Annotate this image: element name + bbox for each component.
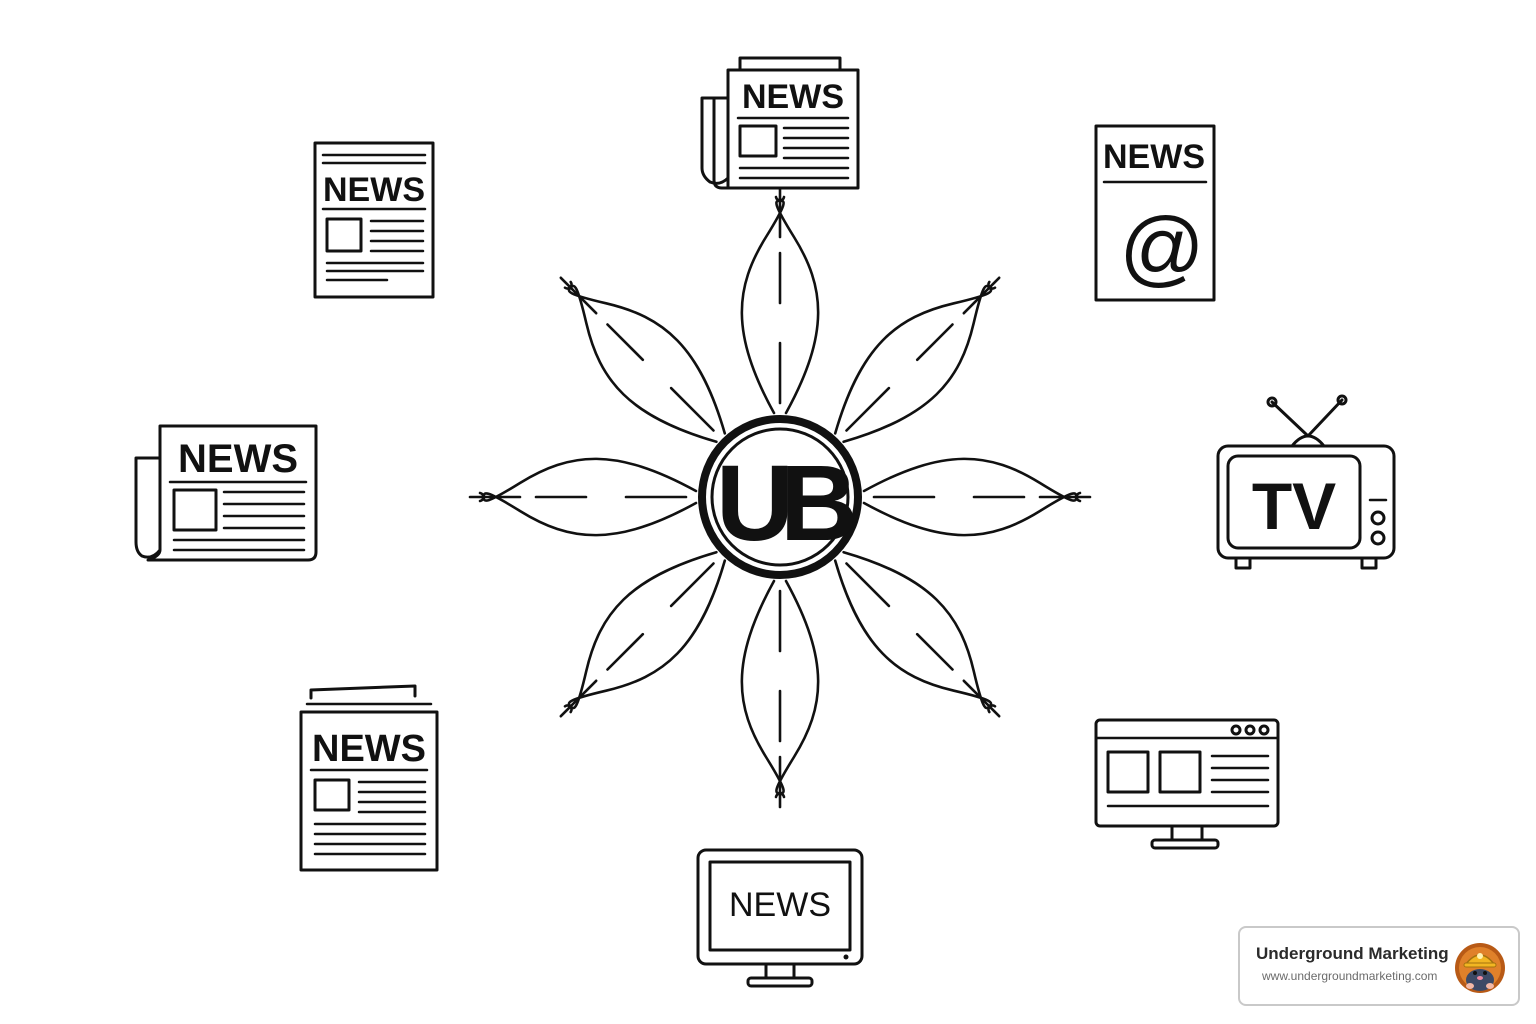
- connector-petal-curve: [567, 280, 727, 435]
- hub-logo-text: UB: [716, 442, 854, 563]
- connector-petal-curve: [833, 559, 993, 714]
- mole-mascot-icon: [1455, 943, 1505, 993]
- newspaper-bottom-left-label: NEWS: [312, 728, 426, 770]
- connector-spoke-line: [915, 632, 954, 671]
- newspaper-left-label: NEWS: [178, 437, 298, 481]
- television-icon: TV: [1216, 394, 1396, 570]
- monitor-icon: NEWS: [696, 848, 864, 988]
- connector-petal-curve: [563, 284, 718, 444]
- browser-window-icon: [1094, 718, 1280, 850]
- connector-petal-curve: [478, 457, 698, 502]
- connector-spoke-line: [606, 632, 645, 671]
- connector-petal-curve: [842, 550, 997, 710]
- brand-name: Underground Marketing: [1256, 944, 1449, 963]
- connector-spoke-line: [962, 679, 1001, 718]
- newspaper-icon: NEWS: [134, 424, 318, 562]
- connector-spoke-line: [669, 562, 715, 608]
- television-label: TV: [1252, 469, 1336, 543]
- connector-petal-curve: [862, 457, 1082, 502]
- brand-url[interactable]: www.undergroundmarketing.com: [1262, 969, 1438, 983]
- newspaper-top-label: NEWS: [742, 78, 844, 116]
- connector-spoke-line: [962, 276, 1001, 315]
- connector-spoke-line: [606, 323, 645, 362]
- connector-spoke-line: [915, 323, 954, 362]
- connector-petal-curve: [833, 280, 993, 435]
- connector-petal-curve: [740, 579, 785, 799]
- connector-petal-curve: [775, 195, 820, 415]
- ub-hub-logo: UB: [698, 415, 868, 579]
- connector-spoke-line: [559, 679, 598, 718]
- connector-spoke-line: [845, 562, 891, 608]
- connector-spoke-line: [669, 386, 715, 432]
- connector-spoke-line: [559, 276, 598, 315]
- connector-petals: [468, 185, 1092, 809]
- connector-petal-curve: [740, 195, 785, 415]
- newspaper-top-left-label: NEWS: [323, 171, 425, 209]
- email-news-label: NEWS: [1103, 138, 1205, 176]
- brand-badge[interactable]: Underground Marketing www.undergroundmar…: [1238, 926, 1520, 1006]
- connector-spoke-line: [845, 386, 891, 432]
- newspaper-icon: NEWS: [299, 684, 439, 872]
- connector-petal-curve: [478, 492, 698, 537]
- newspaper-icon: NEWS: [313, 141, 435, 299]
- email-news-icon: NEWS @: [1094, 124, 1216, 302]
- connector-petal-curve: [862, 492, 1082, 537]
- connector-petal-curve: [567, 559, 727, 714]
- newspaper-icon: NEWS: [700, 56, 860, 190]
- connector-petal-curve: [842, 284, 997, 444]
- monitor-label: NEWS: [729, 886, 831, 924]
- connector-petal-curve: [775, 579, 820, 799]
- at-sign-symbol: @: [1119, 200, 1204, 294]
- connector-petal-curve: [563, 550, 718, 710]
